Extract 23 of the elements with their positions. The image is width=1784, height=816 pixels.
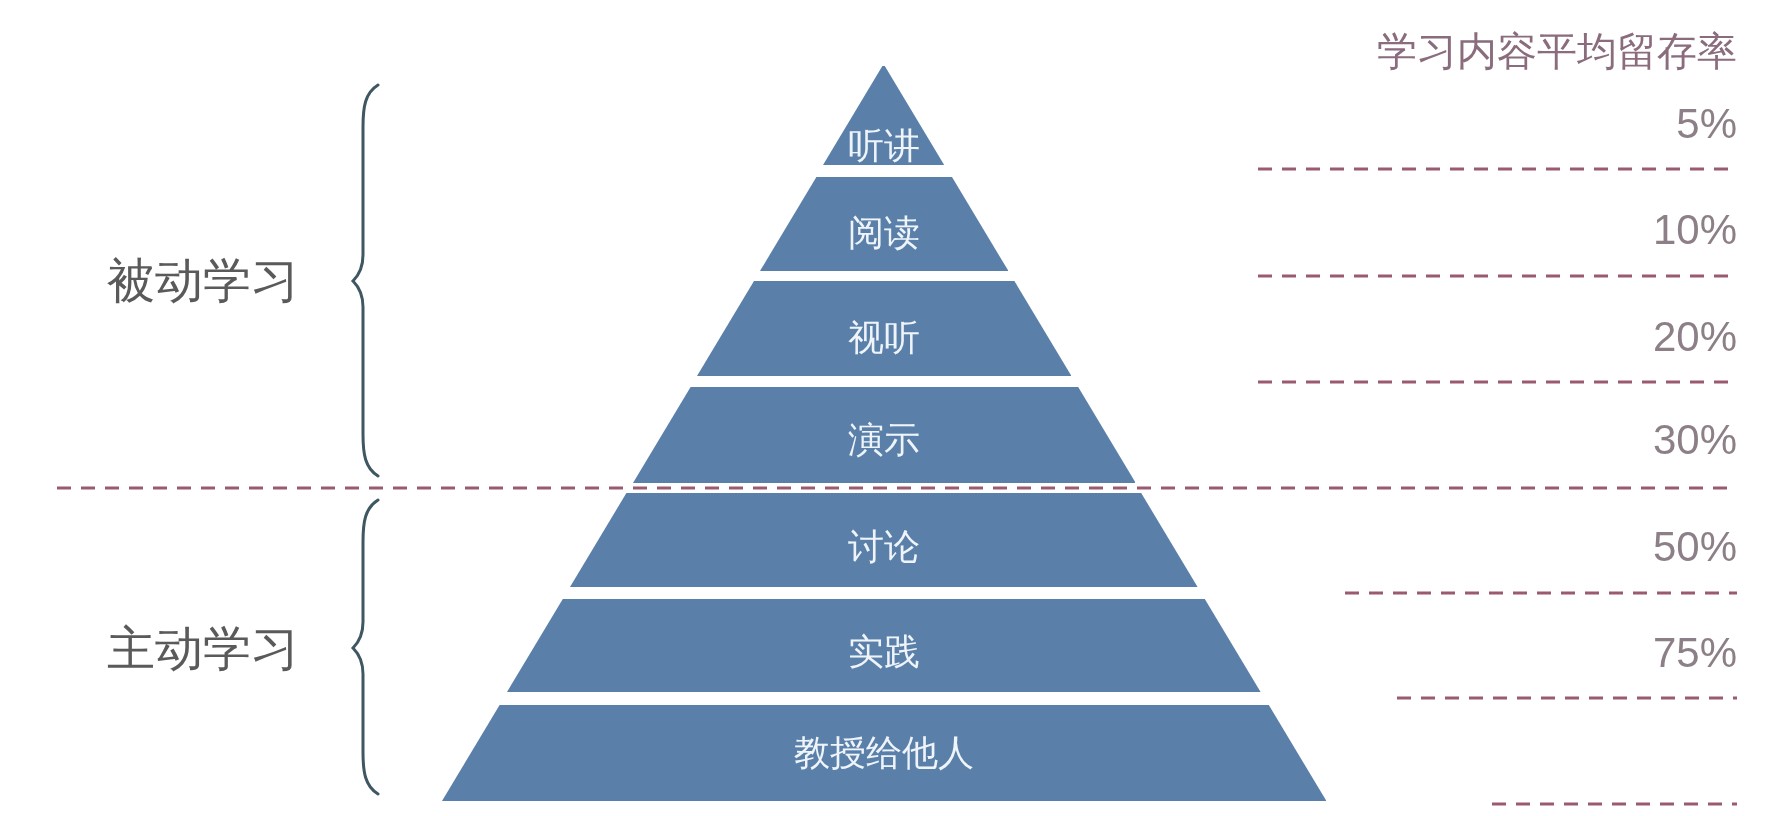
- pyramid-tier: [507, 599, 1261, 692]
- pyramid-tier: [759, 177, 1009, 271]
- tier-label: 听讲: [848, 128, 920, 164]
- pyramid-tier: [570, 493, 1198, 587]
- tier-label: 阅读: [848, 215, 920, 251]
- tier-label: 视听: [848, 320, 920, 356]
- retention-percentage: 50%: [1652, 526, 1737, 568]
- pyramid-tier: [823, 66, 945, 165]
- pyramid-tier: [632, 387, 1136, 483]
- pyramid-tier: [696, 281, 1072, 376]
- tier-label: 演示: [848, 422, 920, 458]
- retention-percentage: 75%: [1652, 632, 1737, 674]
- column-heading: 学习内容平均留存率: [1377, 30, 1737, 72]
- pyramid-tier: [441, 705, 1327, 801]
- group-label: 主动学习: [107, 623, 299, 673]
- tier-label: 教授给他人: [794, 735, 974, 771]
- retention-percentage: 10%: [1652, 209, 1737, 251]
- retention-percentage: 5%: [1676, 103, 1737, 145]
- group-label: 被动学习: [107, 255, 299, 305]
- retention-percentage: 20%: [1652, 316, 1737, 358]
- tier-label: 实践: [848, 634, 920, 670]
- retention-percentage: 30%: [1652, 419, 1737, 461]
- tier-label: 讨论: [848, 529, 920, 565]
